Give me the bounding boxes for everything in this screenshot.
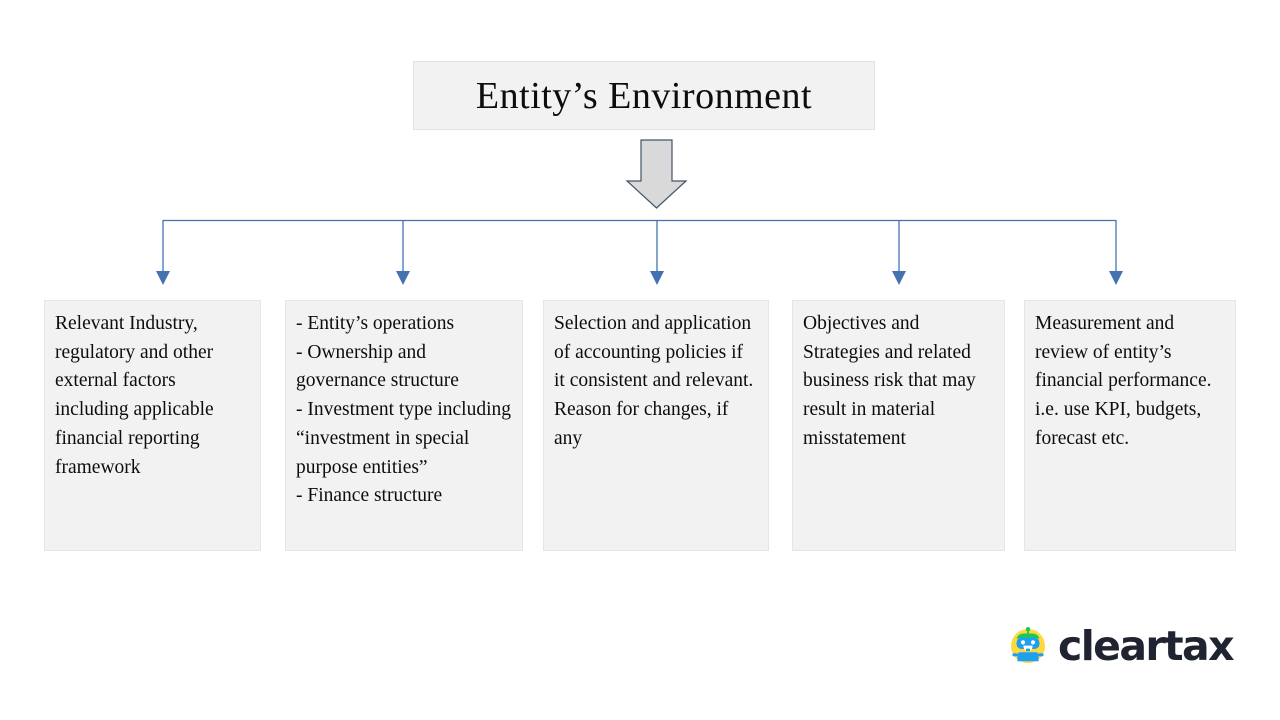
leaf-node-entity-nature: - Entity’s operations - Ownership and go…	[285, 300, 523, 551]
leaf-node-text: Relevant Industry, regulatory and other …	[55, 313, 214, 478]
leaf-node-text: Selection and application of accounting …	[554, 313, 754, 449]
trunk-block-arrow	[625, 139, 688, 209]
root-node-label: Entity’s Environment	[475, 74, 813, 117]
cleartax-logo: cleartax	[1006, 618, 1235, 674]
cleartax-wordmark: cleartax	[1058, 621, 1235, 670]
leaf-node-industry-factors: Relevant Industry, regulatory and other …	[44, 300, 261, 551]
leaf-node-text: - Entity’s operations - Ownership and go…	[296, 313, 511, 507]
leaf-node-text: Objectives and Strategies and related bu…	[803, 313, 976, 449]
branch-arrowhead-1	[156, 271, 170, 285]
branch-arrowhead-3	[650, 271, 664, 285]
leaf-node-text: Measurement and review of entity’s finan…	[1035, 313, 1212, 449]
branch-arrowhead-5	[1109, 271, 1123, 285]
root-node-entitys-environment: Entity’s Environment	[413, 61, 875, 130]
leaf-node-accounting-policies: Selection and application of accounting …	[543, 300, 769, 551]
leaf-node-objectives-strategies: Objectives and Strategies and related bu…	[792, 300, 1005, 551]
cleartax-robot-mascot-icon	[1011, 627, 1045, 663]
branch-arrowhead-2	[396, 271, 410, 285]
branch-arrowhead-4	[892, 271, 906, 285]
leaf-node-performance-measurement: Measurement and review of entity’s finan…	[1024, 300, 1236, 551]
